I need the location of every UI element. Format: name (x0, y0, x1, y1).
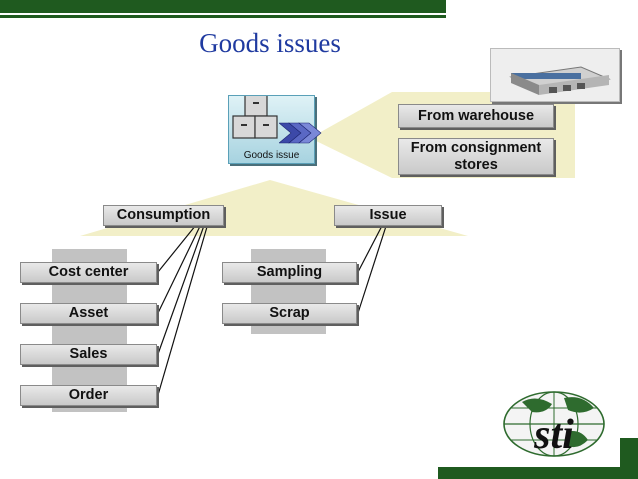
top-accent-bar (0, 0, 446, 13)
order-box: Order (20, 385, 157, 406)
bottom-accent-block (620, 438, 638, 468)
page-title: Goods issues (199, 28, 341, 58)
sampling-box: Sampling (222, 262, 357, 283)
connector-line (157, 219, 204, 314)
connector-line (157, 219, 201, 273)
logo-text: sti (533, 412, 574, 458)
goods-issue-label: Goods issue (243, 150, 300, 161)
sales-box: Sales (20, 344, 157, 365)
asset-box: Asset (20, 303, 157, 324)
connector-line (157, 219, 207, 355)
from-consignment-box: From consignment stores (398, 138, 554, 175)
issue-box: Issue (334, 205, 442, 226)
bottom-accent-bar (438, 467, 638, 479)
goods-issue-box: Goods issue (228, 95, 322, 164)
connector-line (157, 219, 210, 396)
arrows-icon (279, 122, 322, 144)
scrap-box: Scrap (222, 303, 357, 324)
from-warehouse-box: From warehouse (398, 104, 554, 128)
boxes-icon (232, 96, 278, 139)
warehouse-icon (509, 66, 611, 95)
warehouse-image (490, 48, 620, 102)
top-accent-line (0, 15, 446, 18)
consumption-box: Consumption (103, 205, 224, 226)
connector-line (357, 219, 386, 273)
cost-center-box: Cost center (20, 262, 157, 283)
sti-logo: sti (503, 391, 605, 458)
connector-line (357, 219, 389, 314)
